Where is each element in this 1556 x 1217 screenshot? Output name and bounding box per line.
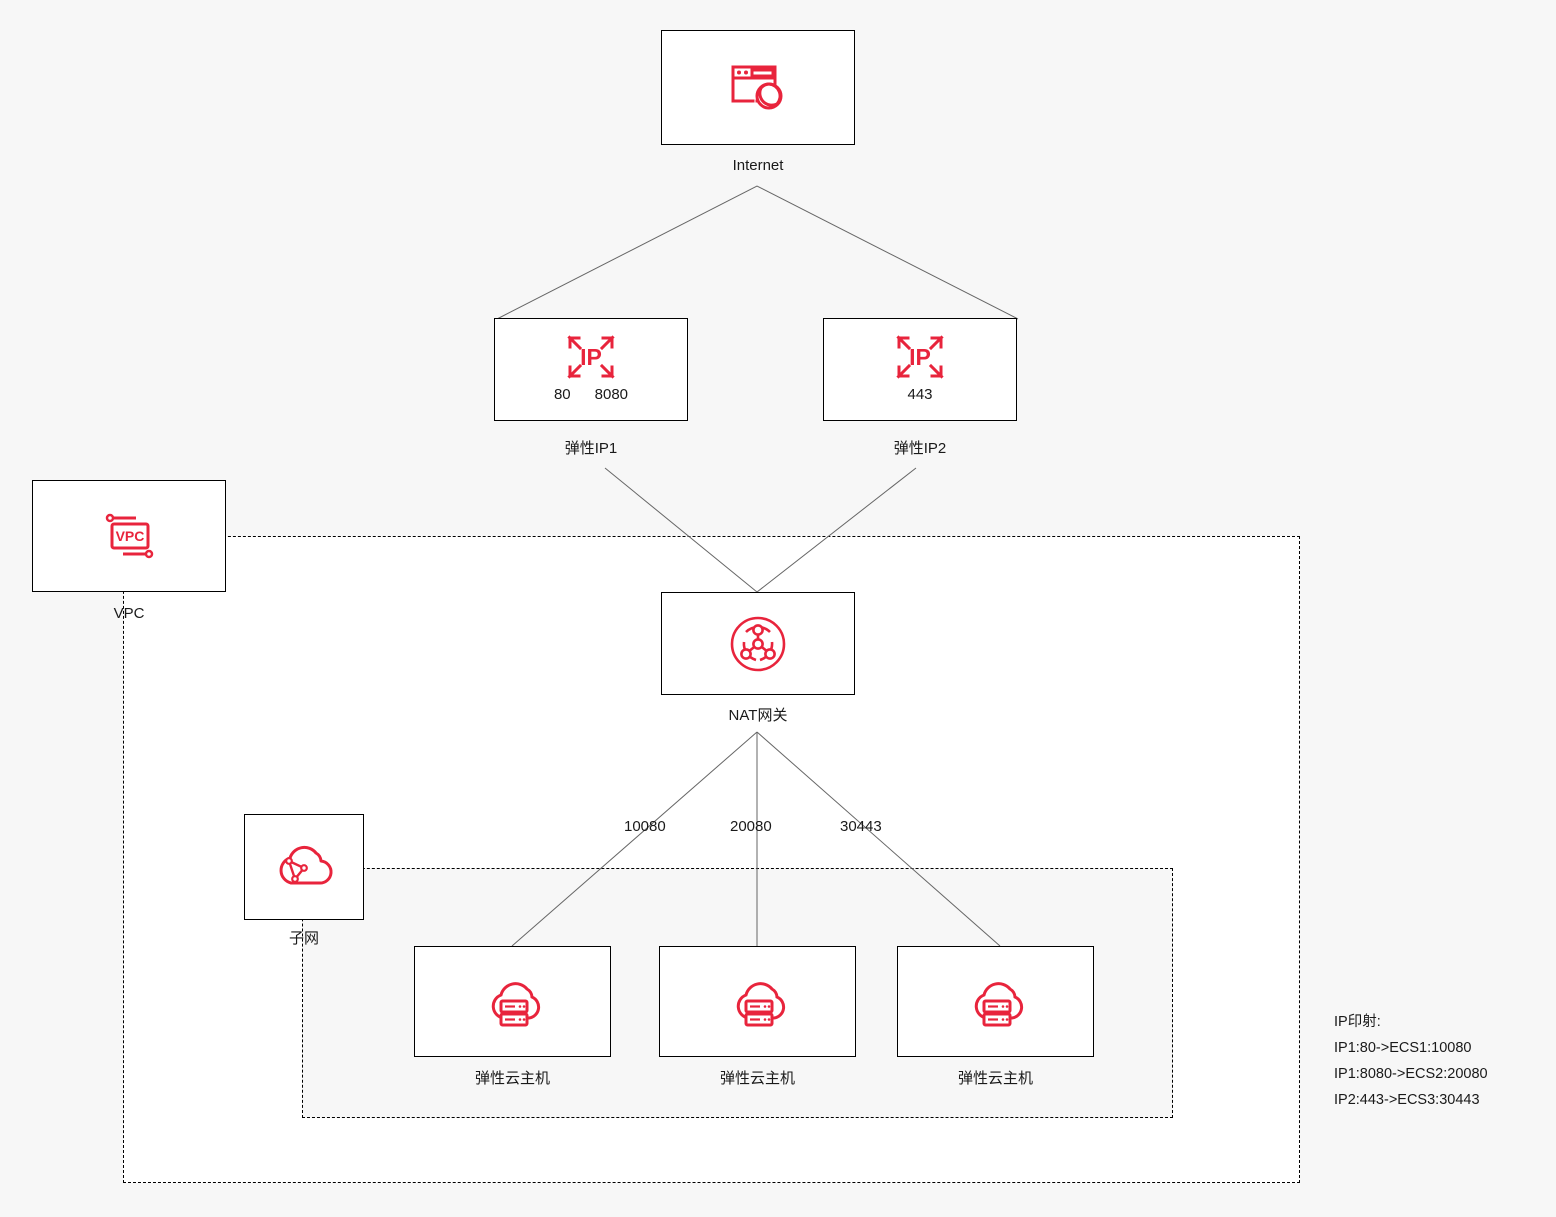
elastic-ip-2-ports: 443 <box>824 387 1016 402</box>
ecs-3-label: 弹性云主机 <box>957 1070 1034 1087</box>
ip-mapping-line-3: IP2:443->ECS3:30443 <box>1334 1092 1480 1108</box>
subnet-label: 子网 <box>288 930 320 947</box>
ecs-cloud-server-icon <box>964 973 1028 1031</box>
subnet-cloud-icon <box>273 841 335 893</box>
ecs-cloud-server-icon <box>726 973 790 1031</box>
node-vpc[interactable]: VPC VPC <box>32 480 226 621</box>
svg-text:IP: IP <box>580 344 602 370</box>
elastic-ip-1-ports: 80 8080 <box>495 387 687 402</box>
ecs-2-box[interactable] <box>659 946 856 1057</box>
svg-text:IP: IP <box>909 344 931 370</box>
ecs-1-label: 弹性云主机 <box>474 1070 551 1087</box>
ip-mapping-title: IP印射: <box>1334 1014 1381 1030</box>
elastic-ip-icon: IP <box>560 329 622 385</box>
nat-gateway-box[interactable] <box>661 592 855 695</box>
node-ecs-3[interactable]: 弹性云主机 <box>897 946 1094 1086</box>
ip-mapping-note: IP印射: IP1:80->ECS1:10080 IP1:8080->ECS2:… <box>1334 1009 1488 1113</box>
ecs-cloud-server-icon <box>481 973 545 1031</box>
nat-gateway-icon <box>726 612 790 676</box>
elastic-ip-2-label: 弹性IP2 <box>893 440 947 457</box>
edge-label-nat-to-ecs1: 10080 <box>624 818 666 835</box>
ecs-2-label: 弹性云主机 <box>719 1070 796 1087</box>
vpc-box[interactable]: VPC <box>32 480 226 592</box>
edge-label-nat-to-ecs2: 20080 <box>730 818 772 835</box>
vpc-icon: VPC <box>98 507 160 565</box>
node-internet[interactable]: Internet <box>661 30 855 173</box>
eip1-port-8080: 8080 <box>594 386 629 403</box>
ip-mapping-line-2: IP1:8080->ECS2:20080 <box>1334 1066 1488 1082</box>
node-ecs-2[interactable]: 弹性云主机 <box>659 946 856 1086</box>
node-ecs-1[interactable]: 弹性云主机 <box>414 946 611 1086</box>
ecs-1-box[interactable] <box>414 946 611 1057</box>
eip2-port-443: 443 <box>907 386 933 403</box>
edge-label-nat-to-ecs3: 30443 <box>840 818 882 835</box>
internet-box[interactable] <box>661 30 855 145</box>
elastic-ip-1-box[interactable]: IP 80 8080 <box>494 318 688 421</box>
svg-text:VPC: VPC <box>116 528 145 544</box>
eip1-port-80: 80 <box>553 386 571 403</box>
vpc-label: VPC <box>113 605 145 622</box>
node-elastic-ip-2[interactable]: IP 443 弹性IP2 <box>823 318 1017 456</box>
ecs-3-box[interactable] <box>897 946 1094 1057</box>
node-nat-gateway[interactable]: NAT网关 <box>661 592 855 723</box>
subnet-box[interactable] <box>244 814 364 920</box>
node-subnet[interactable]: 子网 <box>244 814 364 946</box>
node-elastic-ip-1[interactable]: IP 80 8080 弹性IP1 <box>494 318 688 456</box>
internet-label: Internet <box>732 157 784 174</box>
elastic-ip-1-label: 弹性IP1 <box>564 440 618 457</box>
nat-gateway-label: NAT网关 <box>728 707 788 724</box>
elastic-ip-2-box[interactable]: IP 443 <box>823 318 1017 421</box>
elastic-ip-icon: IP <box>889 329 951 385</box>
ip-mapping-line-1: IP1:80->ECS1:10080 <box>1334 1040 1472 1056</box>
browser-globe-icon <box>727 57 789 119</box>
